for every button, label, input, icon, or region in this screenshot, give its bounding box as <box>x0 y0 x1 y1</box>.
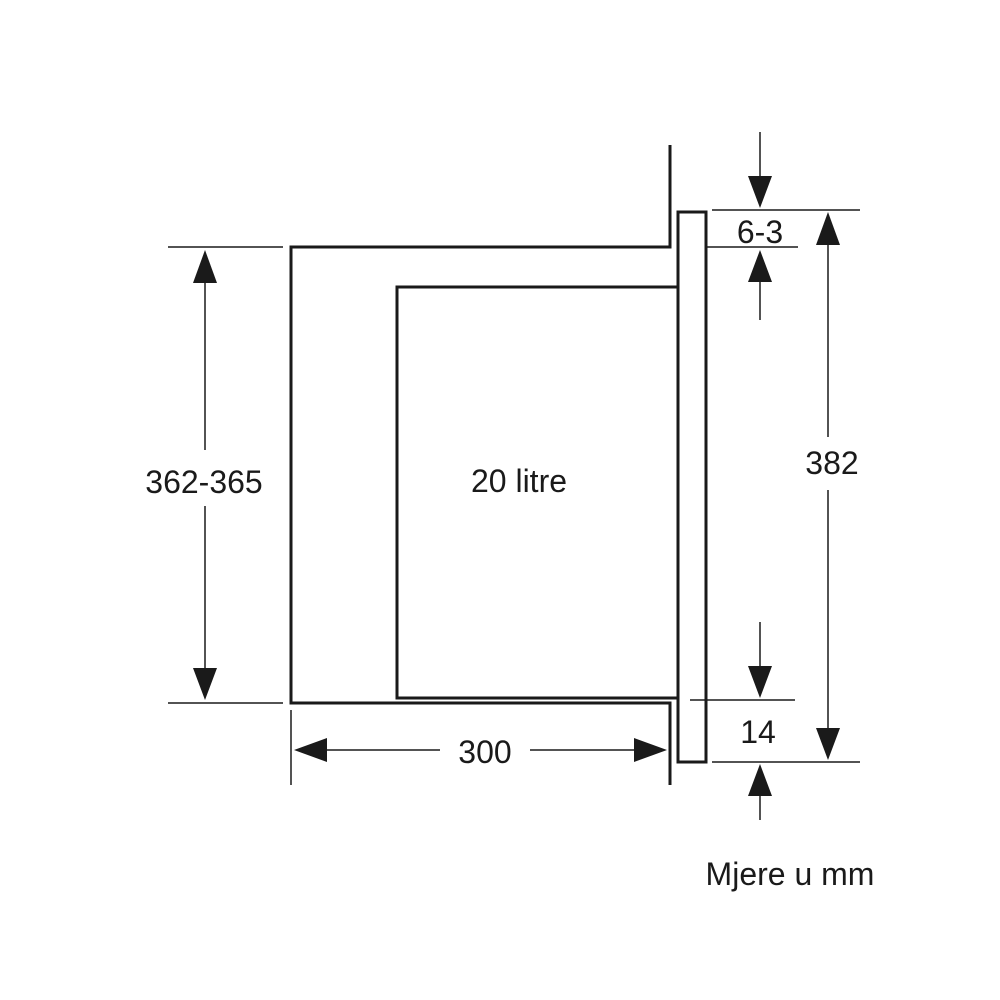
offset-arrow-up <box>748 764 772 796</box>
top-gap-label: 6-3 <box>737 214 783 250</box>
gap-arrow-down <box>748 176 772 208</box>
niche-depth-label: 300 <box>458 734 511 770</box>
depth-arrow-right <box>634 738 667 762</box>
niche-outline <box>289 145 672 785</box>
front-panel <box>676 210 708 764</box>
capacity-label: 20 litre <box>471 463 567 499</box>
offset-arrow-down <box>748 666 772 698</box>
appliance-body <box>395 285 678 700</box>
niche-height-label: 362-365 <box>145 464 262 500</box>
front-arrow-top <box>816 212 840 245</box>
height-arrow-bottom <box>193 668 217 700</box>
gap-arrow-up <box>748 250 772 282</box>
front-height-label: 382 <box>805 445 858 481</box>
depth-arrow-left <box>294 738 327 762</box>
height-arrow-top <box>193 250 217 283</box>
front-arrow-bottom <box>816 728 840 760</box>
bottom-offset-label: 14 <box>740 714 776 750</box>
units-label: Mjere u mm <box>706 856 875 892</box>
